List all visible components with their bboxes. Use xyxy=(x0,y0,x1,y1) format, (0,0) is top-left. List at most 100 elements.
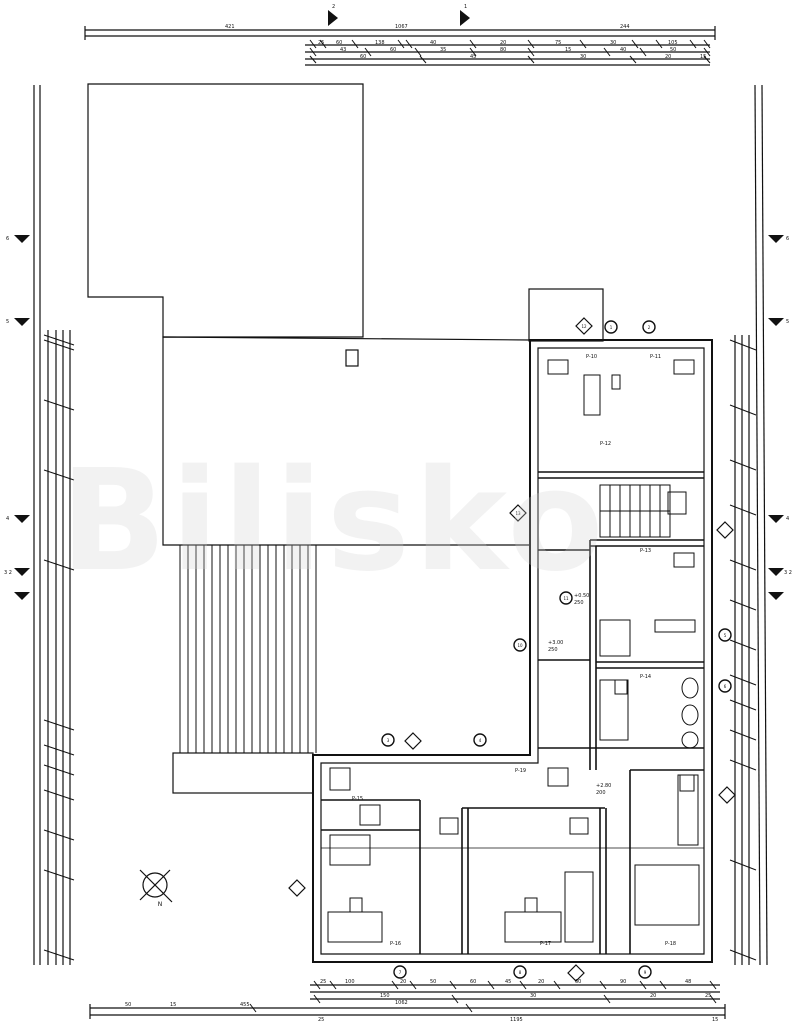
bottom-dim-seg: 25 xyxy=(320,979,326,985)
top-dim-seg: 35 xyxy=(440,47,446,53)
top-dim-seg: 105 xyxy=(668,40,678,46)
top-dim-seg: 25 xyxy=(318,40,324,46)
room-label: P-14 xyxy=(640,674,651,680)
section-marker-right-3: 4 xyxy=(786,516,789,522)
bottom-dim-seg: 90 xyxy=(620,979,626,985)
section-marker-left-4: 3 2 xyxy=(4,570,12,576)
room-label: P-11 xyxy=(650,354,661,360)
callout-number: 1 xyxy=(610,325,613,330)
section-marker-left-1: 6 xyxy=(6,236,9,242)
bottom-dim-run: 1195 xyxy=(510,1017,523,1023)
top-dim-overall-1: 421 xyxy=(225,24,235,30)
top-dim-seg: 43 xyxy=(340,47,346,53)
bottom-dim-seg: 45 xyxy=(505,979,511,985)
fixtures xyxy=(327,359,700,943)
bottom-dim-seg: 100 xyxy=(345,979,355,985)
callout-number: 8 xyxy=(519,970,522,975)
chimney-block xyxy=(528,288,604,342)
pergola xyxy=(179,545,317,753)
section-marker-top-left: 2 xyxy=(332,4,335,10)
callout-number: 4 xyxy=(479,738,482,743)
top-dimension-lines xyxy=(84,26,716,66)
top-dim-seg: 60 xyxy=(390,47,396,53)
callout-number: 10 xyxy=(517,643,523,648)
top-dim-seg: 60 xyxy=(336,40,342,46)
callout-number: 12 xyxy=(581,324,587,329)
bottom-dim-seg: 25 xyxy=(705,993,711,999)
callout-number: 5 xyxy=(724,633,727,638)
top-dim-seg: 50 xyxy=(670,47,676,53)
level-mark: +2.80 xyxy=(596,783,611,789)
room-label: P-10 xyxy=(586,354,597,360)
bottom-dim-run: 15 xyxy=(712,1017,718,1023)
section-marker-right-4: 3 2 xyxy=(784,570,792,576)
bottom-dim-seg: 50 xyxy=(430,979,436,985)
bottom-dim-seg: 48 xyxy=(685,979,691,985)
top-dim-seg: 20 xyxy=(500,40,506,46)
left-dimension-lines xyxy=(33,85,75,965)
compass-label: N xyxy=(158,901,163,908)
room-label: P-12 xyxy=(600,441,611,447)
diamond-tags xyxy=(288,317,736,982)
right-dimension-lines xyxy=(729,84,768,966)
interior-walls xyxy=(321,471,704,954)
main-roof-slab xyxy=(162,336,531,546)
room-label: P-19 xyxy=(515,768,526,774)
level-mark: +3.00 xyxy=(548,640,563,646)
bottom-dim-left: 15 xyxy=(170,1002,176,1008)
bottom-dim-seg: 20 xyxy=(400,979,406,985)
bottom-dimension-lines xyxy=(89,980,726,1019)
callout-number: 13 xyxy=(515,511,521,516)
compass-rose xyxy=(139,869,173,903)
callout-number: 9 xyxy=(644,970,647,975)
bottom-dim-seg: 30 xyxy=(530,993,536,999)
room-label: P-15 xyxy=(352,796,363,802)
bottom-dim-seg: 60 xyxy=(575,979,581,985)
section-marker-right-2: 5 xyxy=(786,319,789,325)
top-dim-seg: 15 xyxy=(565,47,571,53)
top-dim-seg: 40 xyxy=(620,47,626,53)
top-dim-seg: 40 xyxy=(430,40,436,46)
bottom-dim-overall: 1062 xyxy=(395,1000,408,1006)
room-label: P-17 xyxy=(540,941,551,947)
level-mark: 200 xyxy=(596,790,606,796)
section-marker-left-3: 4 xyxy=(6,516,9,522)
upper-roof-outline xyxy=(87,83,364,338)
bottom-dim-seg: 20 xyxy=(650,993,656,999)
callout-circles xyxy=(381,320,732,979)
bottom-dim-run: 25 xyxy=(318,1017,324,1023)
callout-number: 11 xyxy=(563,596,569,601)
room-label: P-13 xyxy=(640,548,651,554)
callout-number: 3 xyxy=(387,738,390,743)
room-label: P-16 xyxy=(390,941,401,947)
top-dim-seg: 138 xyxy=(375,40,385,46)
level-mark: +0.50 xyxy=(574,593,589,599)
level-mark: 250 xyxy=(574,600,584,606)
top-dim-seg: 45 xyxy=(470,54,476,60)
top-dim-overall-2: 1067 xyxy=(395,24,408,30)
section-markers xyxy=(14,10,784,600)
roof-hatch xyxy=(345,349,359,367)
callout-number: 2 xyxy=(648,325,651,330)
bottom-dim-seg: 60 xyxy=(470,979,476,985)
top-dim-overall-3: 244 xyxy=(620,24,630,30)
section-marker-right-1: 6 xyxy=(786,236,789,242)
bottom-dim-seg: 150 xyxy=(380,993,390,999)
top-dim-seg: 30 xyxy=(610,40,616,46)
bottom-dim-seg: 20 xyxy=(538,979,544,985)
top-dim-seg: 60 xyxy=(360,54,366,60)
top-dim-seg: 75 xyxy=(555,40,561,46)
bottom-dim-left: 50 xyxy=(125,1002,131,1008)
callout-number: 7 xyxy=(399,970,402,975)
bottom-dim-left: 455 xyxy=(240,1002,250,1008)
top-dim-seg: 15 xyxy=(700,54,706,60)
callout-number: 6 xyxy=(724,684,727,689)
top-dim-seg: 30 xyxy=(580,54,586,60)
room-label: P-18 xyxy=(665,941,676,947)
top-dim-seg: 20 xyxy=(665,54,671,60)
section-marker-top-right: 1 xyxy=(464,4,467,10)
terrace-step xyxy=(172,752,314,794)
section-marker-left-2: 5 xyxy=(6,319,9,325)
level-mark: 250 xyxy=(548,647,558,653)
